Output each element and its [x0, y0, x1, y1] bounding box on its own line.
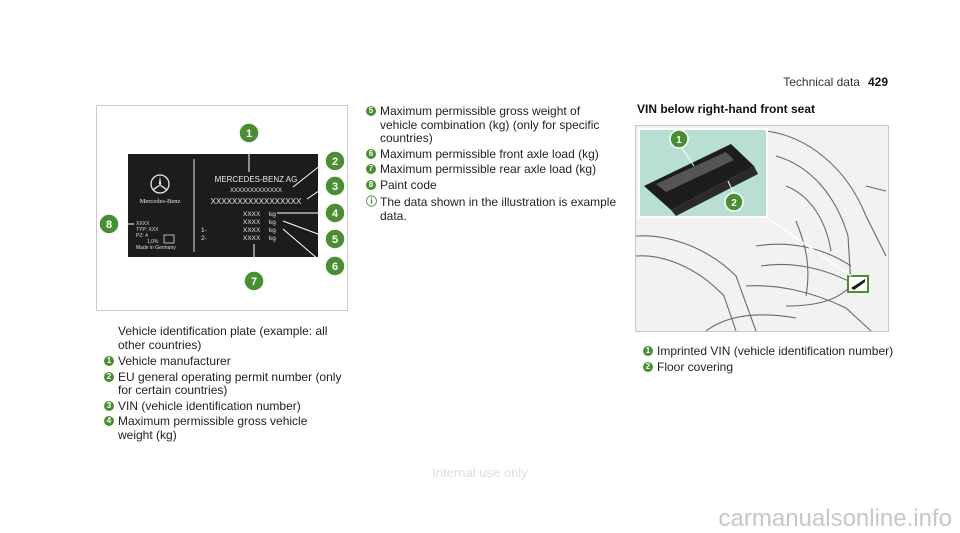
- watermark: carmanualsonline.info: [718, 505, 952, 532]
- callout-badge: 7: [366, 164, 376, 174]
- callout-8: 8: [98, 213, 120, 235]
- callout-1: 1: [238, 122, 260, 144]
- plate-weight: XXXX: [243, 227, 261, 234]
- svg-text:6: 6: [332, 261, 338, 273]
- plate-unit: kg: [269, 219, 276, 226]
- plate-unit: kg: [269, 227, 276, 234]
- vin-figure: 1 2: [635, 125, 889, 332]
- svg-text:3: 3: [332, 181, 338, 193]
- mercedes-star-icon: [150, 174, 170, 194]
- plate-legend-1: Vehicle identification plate (example: a…: [104, 324, 344, 444]
- callout-badge: 5: [366, 106, 376, 116]
- plate-left-row: TYP: XXX: [136, 227, 159, 233]
- plate-body: [128, 154, 318, 257]
- plate-brand: Mercedes-Benz: [140, 198, 181, 205]
- plate-left-row: 1,0%: [147, 239, 159, 245]
- svg-text:8: 8: [106, 219, 112, 231]
- plate-left-row: XXXX: [136, 221, 150, 227]
- svg-text:2: 2: [332, 156, 338, 168]
- plate-left-row: Made in Germany: [136, 245, 176, 251]
- callout-badge: 1: [104, 356, 114, 366]
- page-footer: Internal use only: [432, 465, 528, 480]
- plate-illustration: Mercedes-Benz XXXX TYP: XXX PZ: 4 1,0% M…: [98, 122, 346, 292]
- section-title: VIN below right-hand front seat: [637, 102, 816, 116]
- section-name: Technical data: [783, 75, 860, 89]
- vin-illustration: 1 2: [636, 126, 888, 331]
- plate-axle-label: 2-: [201, 235, 207, 242]
- page-header: Technical data 429: [783, 75, 888, 89]
- svg-text:1: 1: [676, 135, 682, 146]
- callout-badge: 8: [366, 179, 376, 190]
- svg-text:4: 4: [332, 208, 339, 220]
- callout-7: 7: [243, 270, 265, 292]
- figure-caption: Vehicle identification plate (example: a…: [118, 324, 328, 352]
- callout-6: 6: [324, 255, 346, 277]
- plate-weight: XXXX: [243, 235, 261, 242]
- callout-badge: 2: [104, 371, 114, 382]
- callout-badge: 2: [643, 361, 653, 372]
- plate-permit: XXXXXXXXXXXXX: [230, 188, 282, 194]
- plate-vin: XXXXXXXXXXXXXXXXX: [211, 197, 302, 206]
- svg-text:2: 2: [731, 198, 737, 209]
- page-number: 429: [867, 75, 888, 89]
- svg-text:1: 1: [246, 128, 252, 140]
- callout-badge: 6: [366, 148, 376, 159]
- plate-unit: kg: [269, 211, 276, 218]
- callout-4: 4: [324, 202, 346, 224]
- svg-text:7: 7: [251, 276, 257, 288]
- plate-weight: XXXX: [243, 219, 261, 226]
- callout-3: 3: [324, 175, 346, 197]
- callout-2: 2: [324, 150, 346, 172]
- callout-badge: 1: [643, 346, 653, 356]
- svg-text:5: 5: [332, 234, 338, 246]
- plate-figure: Mercedes-Benz XXXX TYP: XXX PZ: 4 1,0% M…: [96, 105, 348, 311]
- plate-weight: XXXX: [243, 211, 261, 218]
- info-icon: ⓘ: [366, 196, 377, 208]
- plate-left-row: PZ: 4: [136, 233, 148, 239]
- callout-5: 5: [324, 228, 346, 250]
- plate-unit: kg: [269, 235, 276, 242]
- plate-manufacturer: MERCEDES-BENZ AG: [215, 175, 298, 184]
- vin-callout-2: 2: [724, 192, 744, 212]
- vin-callout-1: 1: [669, 129, 689, 149]
- plate-axle-label: 1-: [201, 227, 207, 234]
- callout-badge: 3: [104, 400, 114, 411]
- callout-badge: 4: [104, 416, 114, 426]
